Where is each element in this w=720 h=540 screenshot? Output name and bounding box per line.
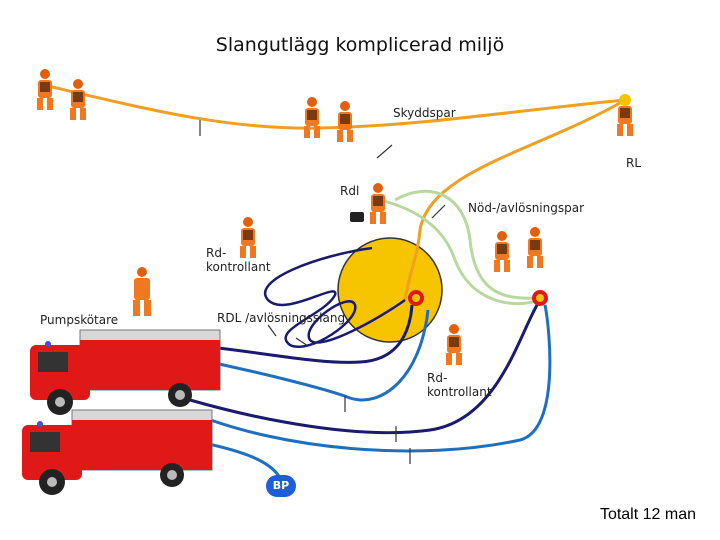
nod-hose-branch	[394, 189, 536, 300]
label-rl: RL	[626, 156, 642, 170]
firefighter-icon	[446, 324, 462, 365]
firefighter-icon	[240, 217, 256, 258]
fire-area	[337, 237, 443, 343]
label-nodavlosningspar: Nöd-/avlösningspar	[468, 201, 585, 215]
firefighter-icon	[37, 69, 53, 110]
firefighter-icon	[617, 94, 633, 136]
nod-hose	[379, 198, 541, 306]
firefighter-icon	[133, 267, 151, 316]
feed-hose-blue-2	[189, 304, 552, 453]
label-pumpskotare: Pumpskötare	[40, 313, 119, 327]
firefighter-icon	[337, 101, 353, 142]
firefighter-icon	[494, 231, 510, 272]
rl-hose	[403, 98, 626, 301]
hose-marker	[295, 337, 309, 347]
label-skyddspar: Skyddspar	[393, 106, 456, 120]
firefighter-icon	[70, 79, 86, 120]
label-rdkontrollant-1: Rd- kontrollant	[206, 246, 271, 274]
skyddspar-hose	[47, 84, 626, 130]
hose-marker	[431, 204, 446, 219]
rdl-coil	[264, 246, 406, 348]
feed-hose-dark-2	[189, 299, 542, 435]
label-rdl: Rdl	[340, 184, 360, 198]
firefighter-icon	[527, 227, 543, 268]
firefighter-icon	[370, 183, 386, 224]
hose-marker	[376, 144, 393, 159]
fire-truck-icon	[30, 329, 221, 415]
total-count: Totalt 12 man	[599, 506, 696, 523]
hose-marker	[267, 324, 277, 337]
nozzle-icon	[532, 290, 548, 306]
firefighter-icon	[304, 97, 320, 138]
label-rdl-avlosningsslang: RDL /avlösningsslang	[217, 311, 346, 325]
feed-hose-blue-1	[189, 309, 430, 402]
bp-badge: BP	[266, 475, 296, 497]
feed-hose-dark-1	[189, 304, 414, 364]
nozzle-icon	[408, 290, 424, 306]
pump-icon	[350, 212, 364, 222]
label-rdkontrollant-2: Rd- kontrollant	[427, 371, 492, 399]
diagram-title: Slangutlägg komplicerad miljö	[215, 34, 505, 56]
fire-truck-icon	[22, 409, 213, 495]
